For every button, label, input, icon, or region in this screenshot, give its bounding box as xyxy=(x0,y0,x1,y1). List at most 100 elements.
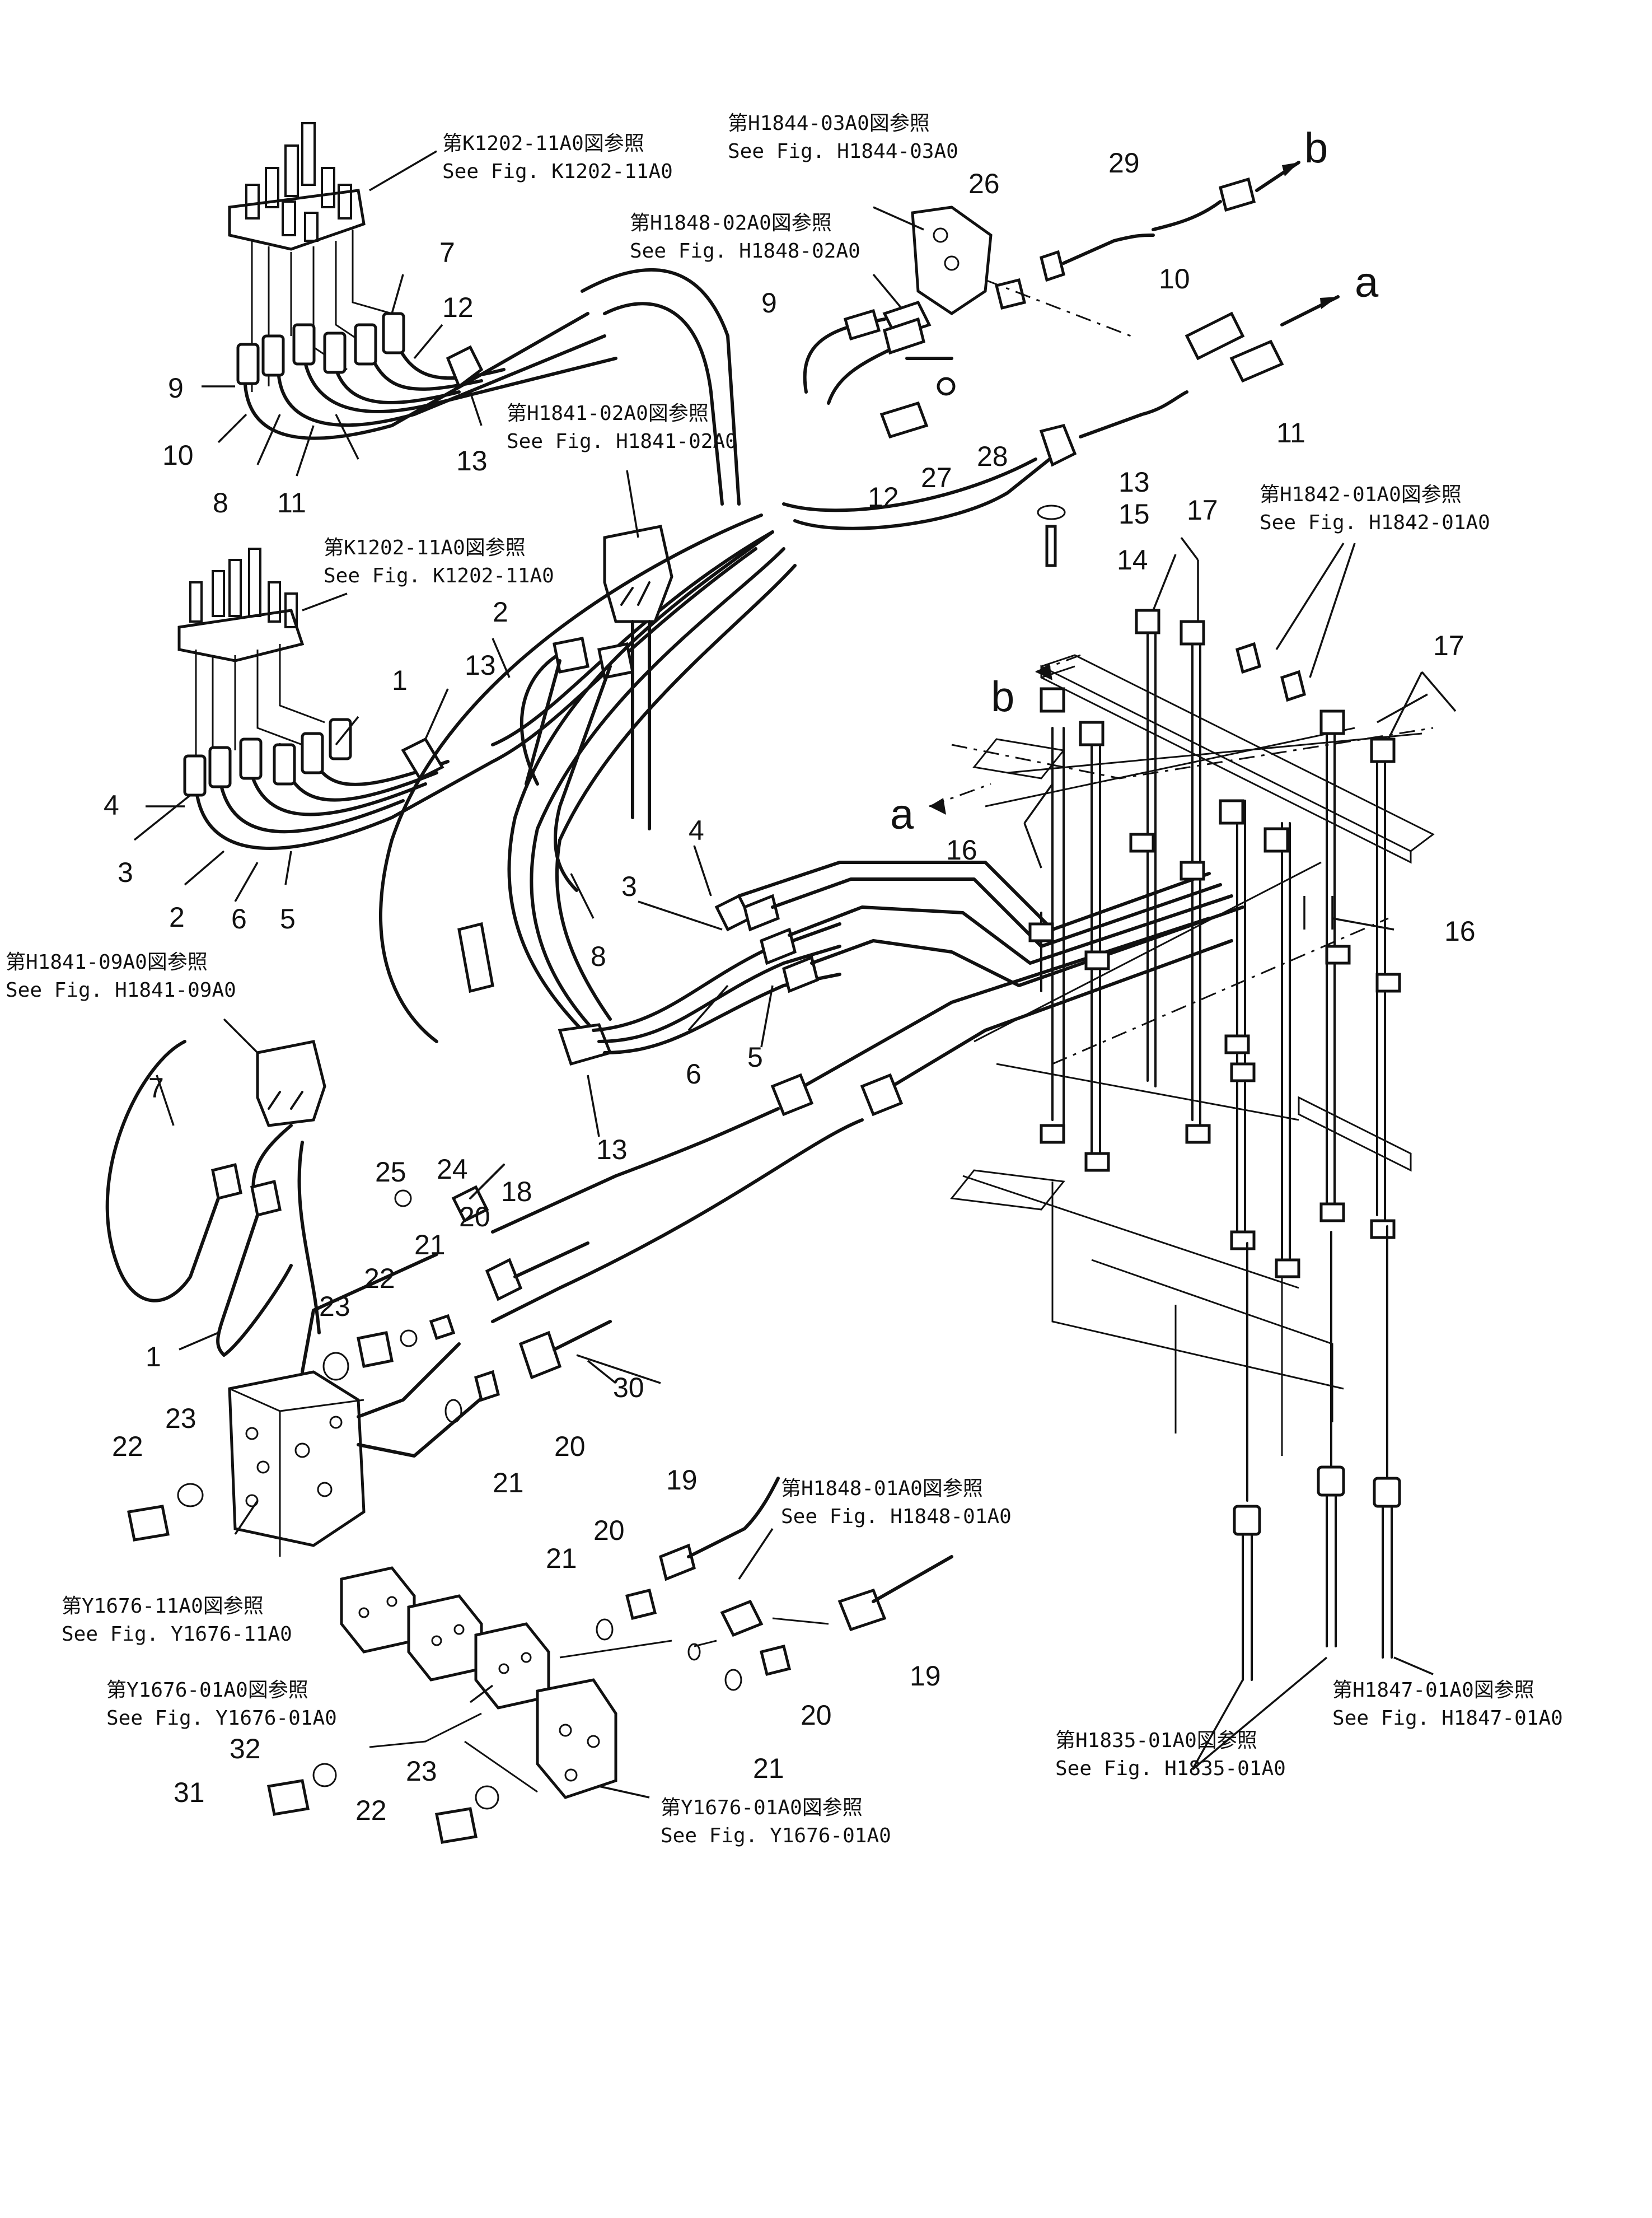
part-number-27: 27 xyxy=(921,462,952,493)
part-number-29: 29 xyxy=(1108,147,1140,179)
part-number-20-bottom: 20 xyxy=(801,1699,832,1731)
ref-k1202-top: 第K1202-11A0図参照 See Fig. K1202-11A0 xyxy=(442,132,673,183)
part-number-13-mid: 13 xyxy=(465,650,496,681)
part-number-7-left: 7 xyxy=(148,1072,164,1104)
bracket-assembly-top xyxy=(782,161,1340,567)
lower-vertical-pipes xyxy=(1233,1225,1401,1681)
part-number-7-top: 7 xyxy=(439,237,455,268)
ref-h1847-en: See Fig. H1847-01A0 xyxy=(1332,1707,1563,1730)
part-number-2-left: 2 xyxy=(169,902,185,933)
ref-k1202-top-jp: 第K1202-11A0図参照 xyxy=(442,132,644,155)
part-number-13-top: 13 xyxy=(456,445,488,477)
part-number-5-right: 5 xyxy=(747,1042,763,1073)
ref-k1202-top-en: See Fig. K1202-11A0 xyxy=(442,160,673,183)
ref-h1848-01-en: See Fig. H1848-01A0 xyxy=(781,1505,1012,1528)
part-number-20-mid: 20 xyxy=(554,1431,586,1462)
ref-h1841-09: 第H1841-09A0図参照 See Fig. H1841-09A0 xyxy=(6,951,236,1002)
pilot-valve-top xyxy=(228,122,392,392)
ref-h1844-en: See Fig. H1844-03A0 xyxy=(728,140,958,163)
ref-h1848-01: 第H1848-01A0図参照 See Fig. H1848-01A0 xyxy=(781,1477,1012,1528)
part-number-3-left: 3 xyxy=(118,857,133,888)
part-number-1-mid: 1 xyxy=(392,665,408,696)
part-number-12-center: 12 xyxy=(868,482,899,513)
ref-h1841-02-jp: 第H1841-02A0図参照 xyxy=(507,402,709,425)
rack-flow-arrows xyxy=(929,654,1081,815)
ref-y1676-01b-en: See Fig. Y1676-01A0 xyxy=(661,1824,891,1847)
part-number-22-left: 22 xyxy=(112,1431,143,1462)
part-number-4-right: 4 xyxy=(689,815,704,846)
ref-y1676-11: 第Y1676-11A0図参照 See Fig. Y1676-11A0 xyxy=(62,1595,292,1646)
part-number-4-left: 4 xyxy=(104,790,119,821)
fittings-center xyxy=(596,1477,953,1691)
hoses-right-bundle xyxy=(491,861,1244,1323)
ref-h1847: 第H1847-01A0図参照 See Fig. H1847-01A0 xyxy=(1332,1679,1563,1730)
arrow-label-b-rack: b xyxy=(991,673,1014,721)
fittings-left xyxy=(127,1164,612,1844)
part-number-2-mid: 2 xyxy=(493,596,508,628)
part-number-17-top: 17 xyxy=(1187,494,1218,526)
ref-h1844-jp: 第H1844-03A0図参照 xyxy=(728,112,930,135)
part-number-15: 15 xyxy=(1119,498,1150,530)
junction-block-lower xyxy=(105,1040,326,1357)
ref-h1835: 第H1835-01A0図参照 See Fig. H1835-01A0 xyxy=(1055,1729,1286,1780)
part-number-20-lower: 20 xyxy=(593,1515,625,1546)
ref-h1835-en: See Fig. H1835-01A0 xyxy=(1055,1757,1286,1780)
part-number-21-lower: 21 xyxy=(546,1543,577,1574)
part-number-21-mid: 21 xyxy=(493,1467,524,1498)
part-number-11-right: 11 xyxy=(1276,417,1305,449)
part-number-10-right: 10 xyxy=(1159,263,1190,295)
pilot-valve-mid xyxy=(177,548,325,767)
part-number-6-left: 6 xyxy=(231,903,247,935)
ref-h1847-jp: 第H1847-01A0図参照 xyxy=(1332,1679,1534,1702)
part-number-8-top: 8 xyxy=(213,487,228,519)
ref-y1676-01a: 第Y1676-01A0図参照 See Fig. Y1676-01A0 xyxy=(106,1679,337,1730)
ref-y1676-01a-jp: 第Y1676-01A0図参照 xyxy=(106,1679,308,1702)
ref-h1841-09-en: See Fig. H1841-09A0 xyxy=(6,979,236,1002)
ref-y1676-01b-jp: 第Y1676-01A0図参照 xyxy=(661,1796,863,1819)
part-number-19-lower: 19 xyxy=(910,1660,941,1692)
part-number-25: 25 xyxy=(375,1156,406,1188)
part-number-23-upper: 23 xyxy=(319,1291,350,1322)
part-number-10-top: 10 xyxy=(162,440,194,471)
arrow-label-a-rack: a xyxy=(890,791,914,838)
ref-y1676-01b: 第Y1676-01A0図参照 See Fig. Y1676-01A0 xyxy=(661,1796,891,1847)
ref-k1202-mid-jp: 第K1202-11A0図参照 xyxy=(324,536,526,559)
part-number-9-center: 9 xyxy=(761,287,777,319)
ref-y1676-01a-en: See Fig. Y1676-01A0 xyxy=(106,1707,337,1730)
ref-h1842-en: See Fig. H1842-01A0 xyxy=(1260,511,1490,534)
ref-k1202-mid: 第K1202-11A0図参照 See Fig. K1202-11A0 xyxy=(324,536,554,587)
arrow-label-a-top: a xyxy=(1355,259,1379,306)
arrow-label-b-top: b xyxy=(1304,124,1328,172)
part-number-12-top: 12 xyxy=(442,292,474,323)
part-number-14: 14 xyxy=(1117,544,1148,576)
part-number-28: 28 xyxy=(977,441,1008,472)
part-number-1-left: 1 xyxy=(146,1341,161,1372)
part-number-11-top: 11 xyxy=(277,487,306,519)
ref-h1841-02: 第H1841-02A0図参照 See Fig. H1841-02A0 xyxy=(507,402,737,453)
ref-h1848-02-en: See Fig. H1848-02A0 xyxy=(630,240,860,263)
ref-h1848-02-jp: 第H1848-02A0図参照 xyxy=(630,212,832,235)
part-number-5-left: 5 xyxy=(280,903,296,935)
part-number-31: 31 xyxy=(174,1777,205,1808)
part-number-18: 18 xyxy=(501,1176,532,1207)
part-number-22-upper: 22 xyxy=(364,1263,395,1294)
part-number-16-right: 16 xyxy=(1444,916,1476,947)
part-number-26: 26 xyxy=(968,168,1000,199)
ref-h1835-jp: 第H1835-01A0図参照 xyxy=(1055,1729,1257,1752)
manifold-blocks-lower xyxy=(340,1566,672,1799)
part-number-9-top: 9 xyxy=(168,372,184,404)
ref-y1676-11-en: See Fig. Y1676-11A0 xyxy=(62,1623,292,1646)
part-number-30: 30 xyxy=(613,1372,644,1403)
ref-h1842-jp: 第H1842-01A0図参照 xyxy=(1260,483,1462,506)
part-number-17-right: 17 xyxy=(1433,630,1464,661)
part-number-21-bottom: 21 xyxy=(753,1753,784,1784)
part-number-16-left: 16 xyxy=(946,834,977,866)
part-number-32: 32 xyxy=(230,1733,261,1764)
ref-h1841-09-jp: 第H1841-09A0図参照 xyxy=(6,951,208,974)
vertical-pipes xyxy=(950,609,1401,1278)
part-number-24: 24 xyxy=(437,1154,468,1185)
part-number-23-left: 23 xyxy=(165,1403,196,1434)
hoses-central xyxy=(379,513,841,1066)
part-number-20-upper: 20 xyxy=(459,1201,490,1232)
